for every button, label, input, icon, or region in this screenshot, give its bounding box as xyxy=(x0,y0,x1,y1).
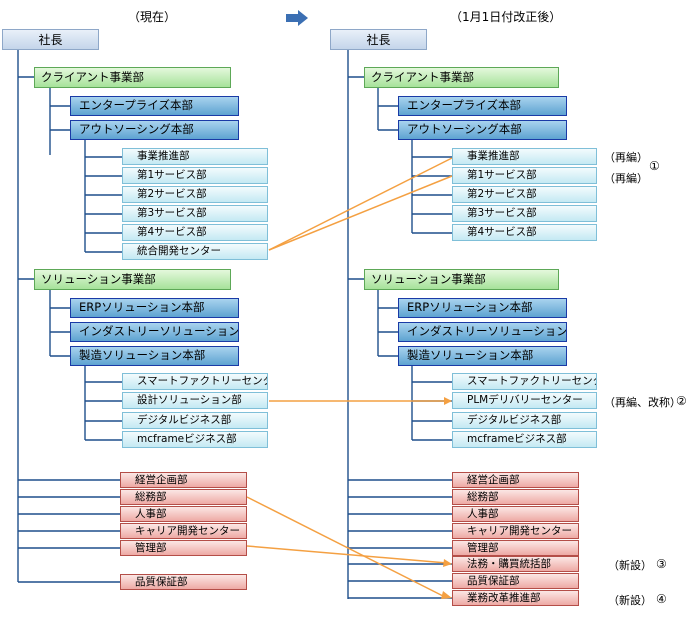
dept-box: 第2サービス部 xyxy=(122,186,268,203)
erp-hq-box: ERPソリューション本部 xyxy=(398,298,567,318)
dept-box: mcframeビジネス部 xyxy=(122,431,268,448)
note-reorg: （再編） xyxy=(604,151,648,164)
solution-division-box: ソリューション事業部 xyxy=(364,269,559,290)
corporate-box: キャリア開発センター xyxy=(120,523,247,539)
dept-box: 第1サービス部 xyxy=(122,167,268,184)
corporate-box: 総務部 xyxy=(452,489,579,505)
corporate-box: 人事部 xyxy=(120,506,247,522)
dept-box: 第4サービス部 xyxy=(122,224,268,241)
enterprise-hq-box: エンタープライズ本部 xyxy=(398,96,567,116)
corporate-box: 人事部 xyxy=(452,506,579,522)
dept-box: 事業推進部 xyxy=(122,148,268,165)
dept-box: 事業推進部 xyxy=(452,148,597,165)
note-reorg-rename: （再編、改称） xyxy=(604,396,681,409)
president-box: 社長 xyxy=(2,29,99,50)
quality-box: 品質保証部 xyxy=(120,574,247,590)
note-number-3: ③ xyxy=(656,557,667,571)
note-reorg: （再編） xyxy=(604,172,648,185)
dept-box: mcframeビジネス部 xyxy=(452,431,597,448)
note-number-4: ④ xyxy=(656,592,667,606)
note-number-2: ② xyxy=(676,394,687,408)
president-box: 社長 xyxy=(330,29,427,50)
left-tree-lines xyxy=(17,49,122,583)
client-division-box: クライアント事業部 xyxy=(34,67,231,88)
dept-box: 第1サービス部 xyxy=(452,167,597,184)
outsourcing-hq-box: アウトソーシング本部 xyxy=(70,120,239,140)
enterprise-hq-box: エンタープライズ本部 xyxy=(70,96,239,116)
solution-division-box: ソリューション事業部 xyxy=(34,269,231,290)
note-new: （新設） xyxy=(608,559,652,572)
corporate-box: 管理部 xyxy=(120,540,247,556)
industry-hq-box: インダストリーソリューション本部 xyxy=(70,322,239,342)
mfg-hq-box: 製造ソリューション本部 xyxy=(398,346,567,366)
dept-box: スマートファクトリーセンター xyxy=(122,373,268,390)
outsourcing-hq-box: アウトソーシング本部 xyxy=(398,120,567,140)
corporate-box: キャリア開発センター xyxy=(452,523,579,539)
dept-box: スマートファクトリーセンター xyxy=(452,373,597,390)
note-new: （新設） xyxy=(608,594,652,607)
dept-box: 第3サービス部 xyxy=(122,205,268,222)
corporate-box: 総務部 xyxy=(120,489,247,505)
dept-box: 統合開発センター xyxy=(122,243,268,260)
header-arrow xyxy=(286,10,308,26)
corporate-box: 経営企画部 xyxy=(120,472,247,488)
industry-hq-box: インダストリーソリューション本部 xyxy=(398,322,567,342)
header-current: （現在） xyxy=(128,10,177,24)
dept-box: PLMデリバリーセンター xyxy=(452,392,597,409)
dept-box: 第2サービス部 xyxy=(452,186,597,203)
dept-box: 第3サービス部 xyxy=(452,205,597,222)
mfg-hq-box: 製造ソリューション本部 xyxy=(70,346,239,366)
note-number-1: ① xyxy=(649,159,660,173)
header-after: （1月1日付改正後） xyxy=(450,10,562,24)
corporate-box: 業務改革推進部 xyxy=(452,590,579,606)
corporate-box: 法務・購買統括部 xyxy=(452,556,579,572)
corporate-box: 管理部 xyxy=(452,540,579,556)
dept-box: デジタルビジネス部 xyxy=(122,412,268,429)
dept-box: 第4サービス部 xyxy=(452,224,597,241)
dept-box: 設計ソリューション部 xyxy=(122,392,268,409)
right-tree-lines xyxy=(347,49,452,599)
erp-hq-box: ERPソリューション本部 xyxy=(70,298,239,318)
client-division-box: クライアント事業部 xyxy=(364,67,559,88)
change-arrowheads xyxy=(441,397,452,599)
change-lines xyxy=(246,157,453,597)
dept-box: デジタルビジネス部 xyxy=(452,412,597,429)
corporate-box: 経営企画部 xyxy=(452,472,579,488)
corporate-box: 品質保証部 xyxy=(452,573,579,589)
